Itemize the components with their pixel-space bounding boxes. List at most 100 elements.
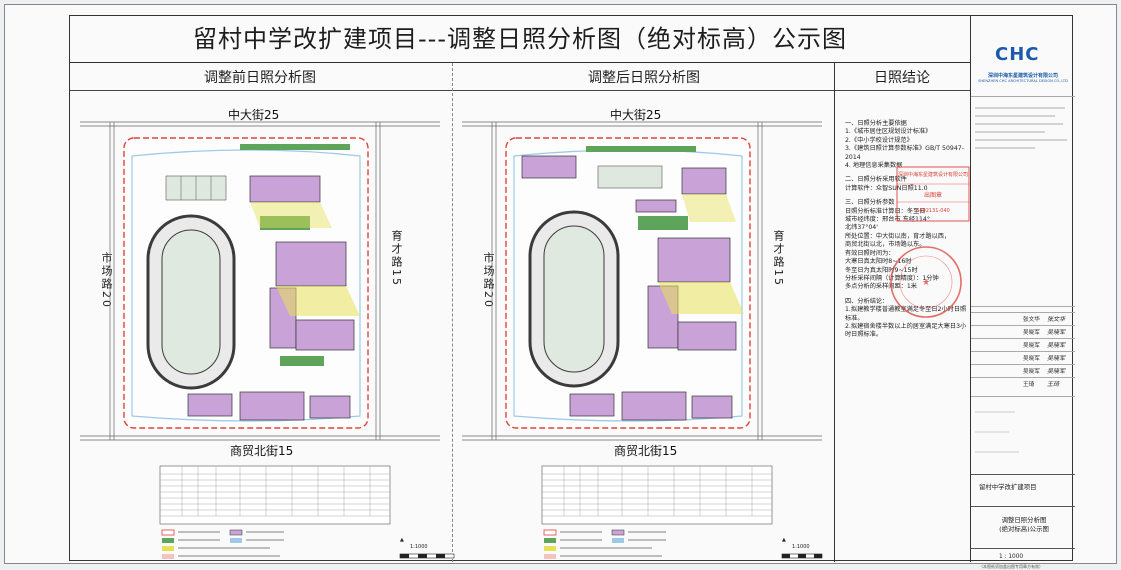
street-south-before: 商贸北街15 <box>230 444 294 458</box>
project-name: 留村中学改扩建项目 <box>979 483 1037 491</box>
conclusion-line: 城市经纬度：邢台市 东经114° <box>845 216 930 224</box>
signer-name: 吴晓军 <box>1023 369 1040 375</box>
north-arrow: ▲ <box>400 537 404 543</box>
building-gym <box>521 155 577 179</box>
signer-name: 吴晓军 <box>1023 343 1040 349</box>
conclusion-line: 计算软件：众智SUN日照11.0 <box>845 184 928 192</box>
firm-name-en: SHENZHEN CHC ARCHITECTURAL DESIGN CO.,LT… <box>978 79 1068 83</box>
conclusion-line: 所处位置：中大街以南，育才路以西， <box>845 232 951 240</box>
signature-row: 吴晓军吴晓军 <box>971 364 1075 375</box>
data-table <box>159 465 391 525</box>
shadow-zone <box>658 282 744 314</box>
legend <box>543 529 666 559</box>
conclusion-line: 四、分析结论： <box>845 297 889 305</box>
shadow-zone <box>250 202 332 228</box>
drawing-name: 调整日照分析图 (绝对标高)公示图 <box>999 516 1049 533</box>
building-library <box>677 321 737 351</box>
signer-name: 张文华 <box>1023 317 1040 323</box>
scale-label-before: 1:1000 <box>410 544 428 550</box>
green-patch <box>260 216 310 230</box>
north-arrow: ▲ <box>782 537 786 543</box>
signature: 吴晓军 <box>1047 355 1066 362</box>
signer-name: 吴晓军 <box>1023 330 1040 336</box>
stamp-firm: 深圳中海东星建筑设计有限公司 <box>898 172 969 178</box>
internal-road <box>131 149 361 422</box>
conclusion-line: 大寒日真太阳时8~16时 <box>845 258 912 266</box>
signature: 张文华 <box>1047 316 1066 323</box>
scale-bar <box>399 553 455 559</box>
building-teaching2 <box>275 241 347 287</box>
building-dorm-a <box>187 393 233 417</box>
building-teaching2 <box>657 237 731 283</box>
building-dorm-b <box>691 395 733 419</box>
scale-label-after: 1:1000 <box>792 544 810 550</box>
building-dorm-b <box>309 395 351 419</box>
street-north-after: 中大街25 <box>610 108 662 122</box>
conclusion-line: 日照分析标准计算日：冬至日 <box>845 207 926 215</box>
stamp-title: 出图章 <box>923 192 942 199</box>
approval-seal: ★ <box>890 246 962 318</box>
site-plan-before <box>80 121 455 559</box>
conclusion-line: 一、日照分析主要依据 <box>845 120 907 127</box>
conclusion-line: 二、日照分析采用软件 <box>845 176 907 184</box>
signature: 王琦 <box>1047 381 1060 388</box>
title-divider <box>70 62 970 63</box>
conclusion-line: 三、日照分析参数 <box>845 199 895 207</box>
panel-head-rule <box>70 90 970 91</box>
title-block: CHC 深圳中海东星建筑设计有限公司 SHENZHEN CHC ARCHITEC… <box>970 16 1075 569</box>
panel-divider-dashed <box>452 63 453 562</box>
street-south-after: 商贸北街15 <box>614 444 678 458</box>
conclusion-line: 多点分析的采样间距：1米 <box>845 283 917 291</box>
street-east-before: 育才路15 <box>390 230 403 287</box>
drawing-scale: 1 : 1000 <box>999 554 1024 560</box>
conclusion-line: 2.拟建宿舍楼半数以上的居室满足大寒日3小时日照标准。 <box>845 322 967 339</box>
building-teaching1 <box>249 175 321 203</box>
building-canteen <box>621 391 687 421</box>
legend <box>161 529 284 559</box>
shadow-zone <box>276 286 360 316</box>
scale-bar <box>781 553 823 559</box>
conclusion-line: 北纬37°04' <box>845 224 878 232</box>
panel-title-conclusion: 日照结论 <box>874 70 930 86</box>
site-plan-after <box>462 121 823 559</box>
stamp-number: 6402131-040 <box>916 208 950 214</box>
signature: 吴晓军 <box>1047 329 1066 336</box>
panel-title-after: 调整后日照分析图 <box>588 70 700 86</box>
firm-name: 深圳中海东星建筑设计有限公司 <box>987 73 1058 79</box>
football-field <box>543 225 605 373</box>
signer-name: 吴晓军 <box>1023 356 1040 362</box>
shadow-zone <box>682 194 736 222</box>
green-patch <box>280 356 324 366</box>
football-field <box>161 229 221 375</box>
signer-name: 王琦 <box>1023 382 1035 388</box>
data-table <box>541 465 773 525</box>
building-library <box>295 319 355 351</box>
panel-divider-conclusion <box>834 63 835 562</box>
conclusion-line: 1.《城市居住区规划设计标准》 <box>845 128 932 136</box>
bottom-note: （本图纸须加盖出图专用章方有效） <box>979 564 1043 569</box>
signature-row: 吴晓军 吴晓军 <box>971 325 1075 336</box>
signature: 吴晓军 <box>1047 342 1066 349</box>
conclusion-line: 3.《建筑日照计算参数标准》GB/T 50947-2014 <box>845 145 964 161</box>
signature-row: 王琦 王琦 <box>971 377 1075 388</box>
conclusion-line: 有效日照时间为： <box>845 249 895 257</box>
drawing-stamp <box>896 166 970 222</box>
panel-title-before: 调整前日照分析图 <box>204 70 316 86</box>
building-dorm-a <box>569 393 615 417</box>
conclusion-line: 商贸北街以北，市场路以东。 <box>845 241 926 249</box>
svg-text:★: ★ <box>922 278 930 288</box>
building-teaching1 <box>681 167 727 195</box>
conclusion-line: 冬至日为真太阳时9~15时 <box>845 266 918 274</box>
drawing-sheet: 留村中学改扩建项目---调整日照分析图（绝对标高）公示图 调整前日照分析图 调整… <box>4 4 1117 569</box>
firm-logo: CHC <box>995 44 1040 65</box>
green-band <box>240 144 350 150</box>
signature-row: 吴晓军 吴晓军 <box>971 338 1075 349</box>
street-north-before: 中大街25 <box>228 108 280 122</box>
certificate-lines <box>975 107 1067 149</box>
conclusion-line: 4. 地理信息采集数据 <box>845 162 903 170</box>
signature-row: 吴晓军 吴晓军 <box>971 351 1075 362</box>
conclusion-line: 2.《中小学校设计规范》 <box>845 136 913 144</box>
building-canteen <box>239 391 305 421</box>
basketball-courts <box>597 165 663 189</box>
